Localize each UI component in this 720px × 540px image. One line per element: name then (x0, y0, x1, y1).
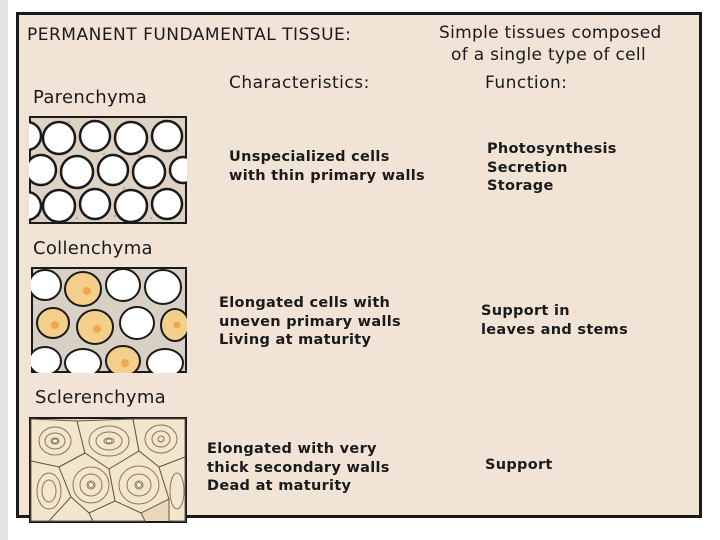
collenchyma-illustration (31, 267, 187, 373)
parenchyma-illustration (29, 116, 187, 224)
chart-subtitle-line1: Simple tissues composed (439, 23, 662, 43)
chart-title: PERMANENT FUNDAMENTAL TISSUE: (27, 25, 352, 45)
collenchyma-label: Collenchyma (33, 238, 153, 259)
sclerenchyma-label: Sclerenchyma (35, 387, 167, 408)
characteristics-header: Characteristics: (229, 73, 370, 93)
collenchyma-characteristics: Elongated cells with uneven primary wall… (219, 295, 401, 348)
parenchyma-function: Photosynthesis Secretion Storage (487, 141, 617, 194)
chart-subtitle-line2: of a single type of cell (451, 45, 646, 65)
parenchyma-label: Parenchyma (33, 87, 148, 108)
collenchyma-function: Support in leaves and stems (481, 303, 629, 338)
sclerenchyma-illustration (29, 417, 187, 523)
tissue-chart-panel: PERMANENT FUNDAMENTAL TISSUE: Simple tis… (16, 12, 702, 523)
parenchyma-characteristics: Unspecialized cells with thin primary wa… (229, 149, 425, 184)
left-edge-stripe (0, 0, 8, 540)
sclerenchyma-characteristics: Elongated with very thick secondary wall… (207, 441, 390, 494)
function-header: Function: (485, 73, 568, 93)
sclerenchyma-function: Support (485, 457, 553, 473)
